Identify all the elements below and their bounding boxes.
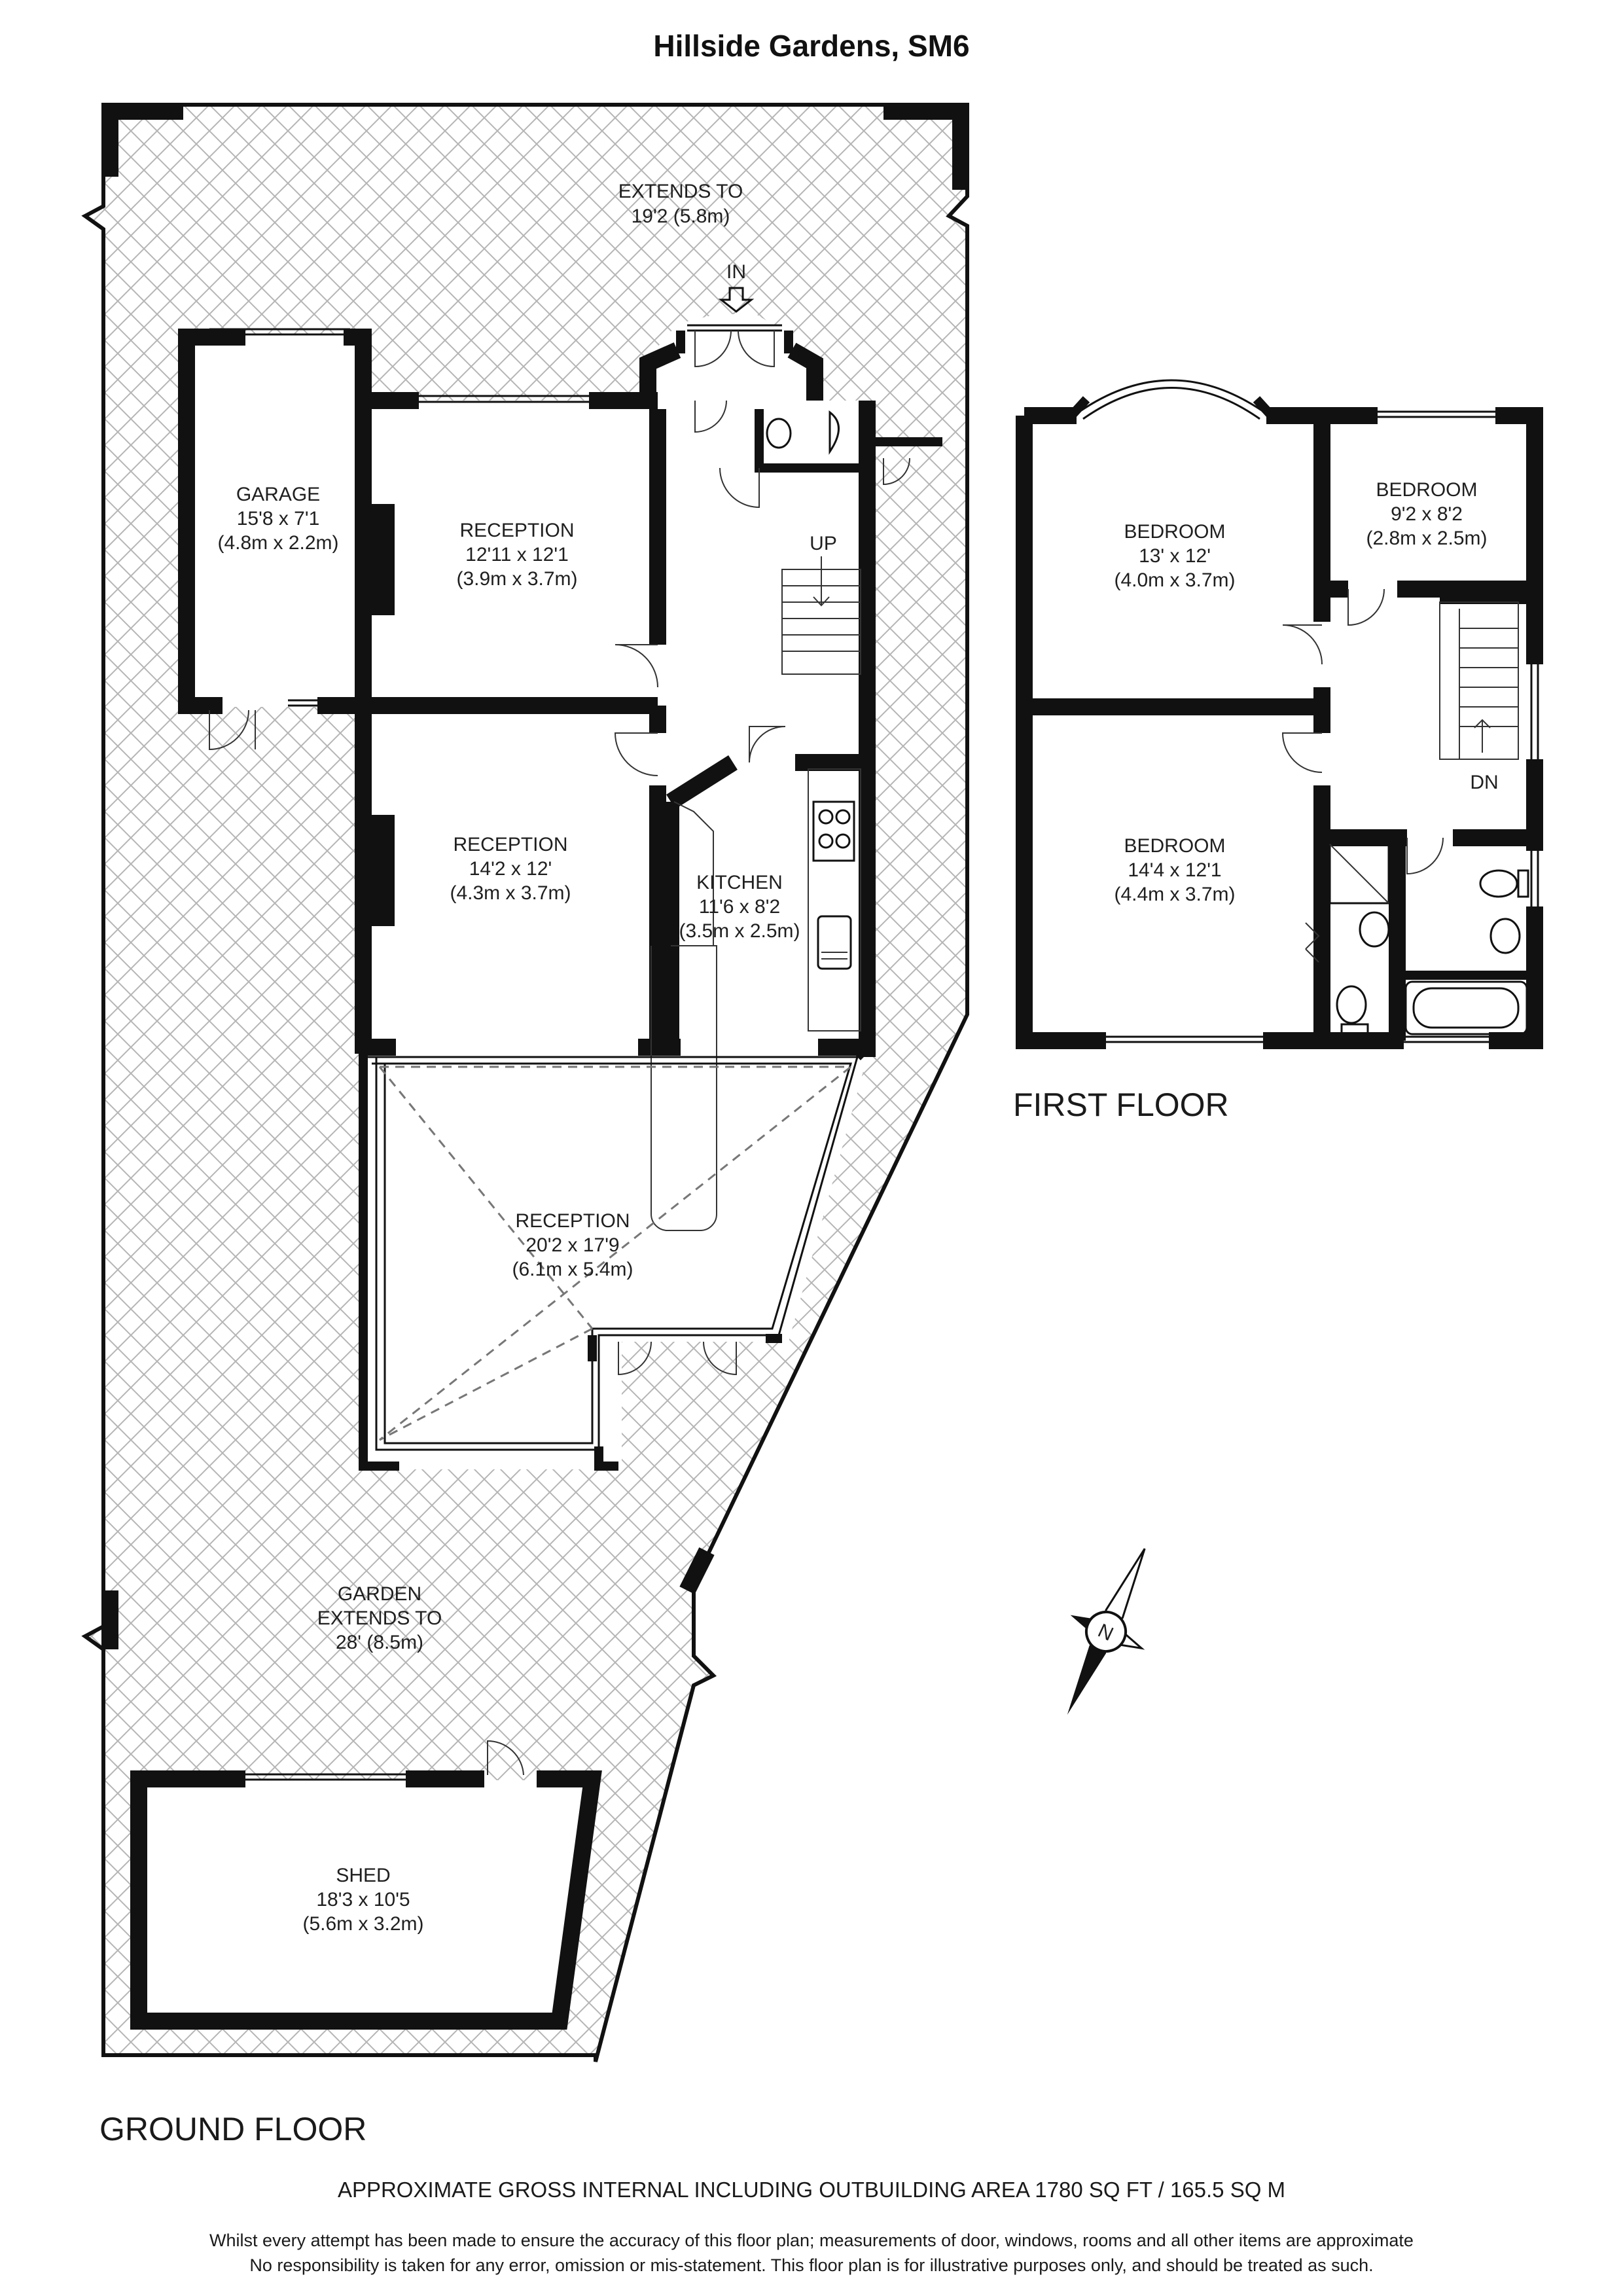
stairs-up-label: UP	[810, 533, 837, 554]
garage-metric: (4.8m x 2.2m)	[217, 532, 338, 554]
plan-title: Hillside Gardens, SM6	[653, 29, 969, 63]
bathroom	[1305, 829, 1535, 1041]
kitchen-name: KITCHEN	[696, 872, 783, 893]
reception-front: RECEPTION 12'11 x 12'1 (3.9m x 3.7m)	[355, 392, 666, 1054]
reception-rear: RECEPTION 20'2 x 17'9 (6.1m x 5.4m)	[359, 1039, 870, 1471]
stairs-down: DN	[1439, 587, 1528, 793]
stairs-down-label: DN	[1470, 772, 1498, 793]
front-extends-value: 19'2 (5.8m)	[632, 206, 730, 227]
first-floor: BEDROOM 13' x 12' (4.0m x 3.7m) BEDROOM …	[1013, 379, 1543, 1123]
bedroom-rear: BEDROOM 14'4 x 12'1 (4.4m x 3.7m)	[1114, 707, 1330, 1041]
shed-name: SHED	[336, 1865, 390, 1886]
reception-middle-imperial: 14'2 x 12'	[469, 858, 552, 880]
ground-floor: GARAGE 15'8 x 7'1 (4.8m x 2.2m) RECEPTIO…	[81, 103, 969, 2147]
reception-rear-imperial: 20'2 x 17'9	[526, 1234, 619, 1256]
hallway: IN UP	[639, 261, 942, 1057]
reception-middle-name: RECEPTION	[453, 834, 567, 855]
bedroom-rear-name: BEDROOM	[1124, 835, 1225, 857]
bedroom-small-metric: (2.8m x 2.5m)	[1366, 528, 1487, 549]
disclaimer-line-1: Whilst every attempt has been made to en…	[209, 2231, 1414, 2250]
shed-imperial: 18'3 x 10'5	[316, 1889, 410, 1910]
shed-metric: (5.6m x 3.2m)	[302, 1913, 423, 1935]
kitchen: KITCHEN 11'6 x 8'2 (3.5m x 2.5m)	[651, 754, 867, 1231]
reception-middle-metric: (4.3m x 3.7m)	[450, 882, 571, 904]
shed: SHED 18'3 x 10'5 (5.6m x 3.2m)	[130, 1740, 602, 2030]
bedroom-front-name: BEDROOM	[1124, 521, 1225, 543]
compass: N	[1067, 1548, 1146, 1715]
entrance-label: IN	[726, 261, 746, 283]
reception-rear-metric: (6.1m x 5.4m)	[512, 1259, 633, 1280]
disclaimer-line-2: No responsibility is taken for any error…	[249, 2255, 1373, 2275]
garage: GARAGE 15'8 x 7'1 (4.8m x 2.2m)	[178, 328, 395, 751]
garage-name: GARAGE	[236, 484, 320, 505]
kitchen-imperial: 11'6 x 8'2	[699, 896, 780, 918]
bedroom-front-imperial: 13' x 12'	[1139, 545, 1211, 567]
reception-front-name: RECEPTION	[459, 520, 574, 541]
garden-extends-label: EXTENDS TO	[317, 1607, 442, 1629]
bedroom-small-name: BEDROOM	[1376, 479, 1477, 501]
front-extends-label: EXTENDS TO	[618, 181, 743, 202]
ground-floor-label: GROUND FLOOR	[99, 2111, 366, 2147]
bedroom-rear-imperial: 14'4 x 12'1	[1128, 859, 1221, 881]
garage-imperial: 15'8 x 7'1	[237, 508, 320, 529]
bedroom-small-imperial: 9'2 x 8'2	[1391, 503, 1463, 525]
reception-front-metric: (3.9m x 3.7m)	[456, 568, 577, 590]
kitchen-metric: (3.5m x 2.5m)	[679, 920, 800, 942]
reception-rear-name: RECEPTION	[515, 1210, 630, 1232]
first-floor-label: FIRST FLOOR	[1013, 1086, 1229, 1123]
stairs-up: UP	[781, 533, 861, 675]
garden-extends-value: 28' (8.5m)	[336, 1632, 423, 1653]
bedroom-front-metric: (4.0m x 3.7m)	[1114, 569, 1235, 591]
garden-name: GARDEN	[338, 1583, 421, 1605]
gross-area: APPROXIMATE GROSS INTERNAL INCLUDING OUT…	[338, 2178, 1285, 2202]
reception-front-imperial: 12'11 x 12'1	[465, 544, 569, 565]
bedroom-rear-metric: (4.4m x 3.7m)	[1114, 884, 1235, 905]
reception-middle: RECEPTION 14'2 x 12' (4.3m x 3.7m)	[363, 706, 681, 1056]
